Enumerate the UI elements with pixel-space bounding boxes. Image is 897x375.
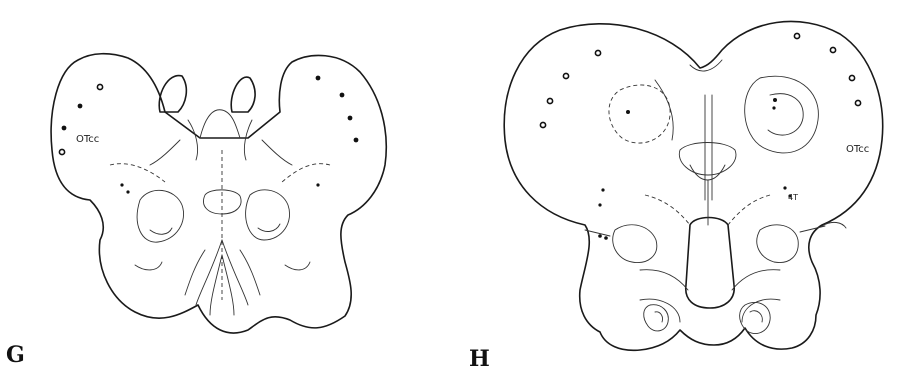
panel-h-small-label: 4T [788,193,798,202]
panel-g-diagram [51,54,386,333]
panel-h-diagram [504,21,882,350]
panel-h-region-label: OTcc [846,144,869,155]
panel-letter-h: H [469,348,490,370]
panel-letter-g: G [6,344,25,366]
panel-g-region-label: OTcc [76,134,99,145]
